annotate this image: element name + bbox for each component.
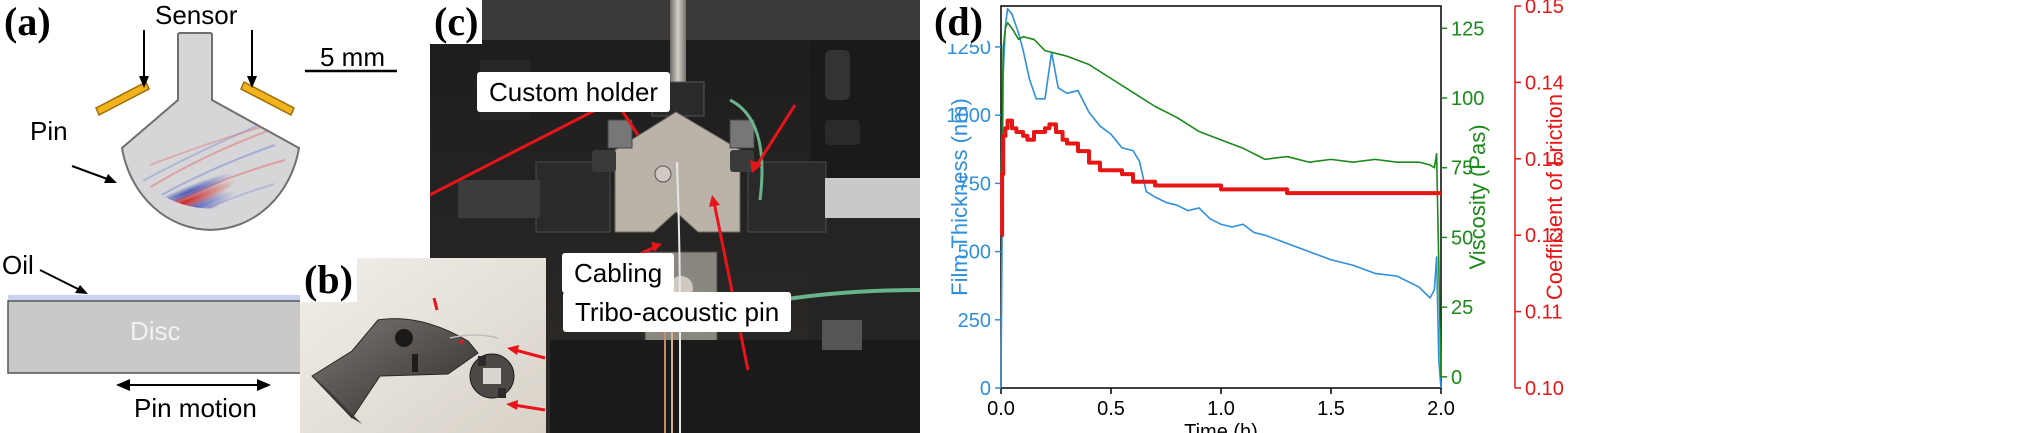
panel-b: (b) xyxy=(300,258,546,433)
y-tick-label: 0.14 xyxy=(1525,72,1564,94)
panel-c-letter: (c) xyxy=(430,0,483,44)
panel-c: (c) Custom holder Cabling Tribo-acoustic… xyxy=(430,0,920,433)
oil-layer xyxy=(8,295,300,301)
y-axis-label: Coefficient of Friction xyxy=(1542,94,1567,300)
y-tick-label: 25 xyxy=(1451,297,1473,319)
custom-holder-callout: Custom holder xyxy=(477,72,671,112)
y-tick-label: 50 xyxy=(1451,227,1473,249)
panel-a-schematic xyxy=(7,30,397,391)
sensor-label: Sensor xyxy=(155,0,238,30)
y-tick-label: 100 xyxy=(1451,88,1484,110)
y-axis-label: Film Thickness (nm) xyxy=(947,98,972,296)
panel-a: (a) Sensor 5 mm Pin Oil Disc Pin motion xyxy=(0,0,425,433)
scale-bar-label: 5 mm xyxy=(320,42,385,72)
y-tick-label: 0 xyxy=(980,378,991,400)
panel-d-letter: (d) xyxy=(930,0,987,44)
y-tick-label: 0.10 xyxy=(1525,378,1564,400)
y-tick-label: 0.11 xyxy=(1525,302,1562,324)
y-tick-label: 0.12 xyxy=(1525,225,1564,247)
y-tick-label: 0.13 xyxy=(1525,149,1564,171)
sensor-left xyxy=(95,80,150,117)
series-line-0 xyxy=(1000,7,1442,389)
tribo-acoustic-pin-callout: Tribo-acoustic pin xyxy=(563,292,792,332)
oil-label: Oil xyxy=(2,250,34,280)
y-tick-label: 0.15 xyxy=(1525,0,1564,18)
cabling-callout: Cabling xyxy=(562,253,675,293)
series-line-2 xyxy=(1000,118,1441,238)
pin-label: Pin xyxy=(30,116,68,146)
pin-motion-label: Pin motion xyxy=(134,393,257,423)
disc-label: Disc xyxy=(130,316,181,346)
y-tick-label: 500 xyxy=(958,242,991,264)
disc xyxy=(7,300,303,374)
y-tick-label: 250 xyxy=(958,310,991,332)
y-tick-label: 75 xyxy=(1451,158,1473,180)
y-tick-label: 0 xyxy=(1451,367,1462,389)
y-tick-label: 1000 xyxy=(947,105,992,127)
y-tick-label: 125 xyxy=(1451,18,1484,40)
x-tick-label: 0.5 xyxy=(1097,398,1125,420)
x-tick-label: 1.5 xyxy=(1317,398,1345,420)
x-tick-label: 2.0 xyxy=(1427,398,1455,420)
x-axis-label: Time (h) xyxy=(1184,421,1258,433)
x-tick-label: 0.0 xyxy=(987,398,1015,420)
y-axis-label: Viscosity (Pas) xyxy=(1465,124,1490,269)
plot-frame xyxy=(1000,5,1442,389)
panel-b-letter: (b) xyxy=(300,258,357,302)
pin-body xyxy=(120,32,301,231)
x-tick-label: 1.0 xyxy=(1207,398,1235,420)
panel-a-letter: (a) xyxy=(0,0,55,44)
series-line-1 xyxy=(1000,21,1442,377)
panel-c-photo xyxy=(430,0,920,433)
y-tick-label: 750 xyxy=(958,173,991,195)
sensor-right xyxy=(240,80,295,117)
